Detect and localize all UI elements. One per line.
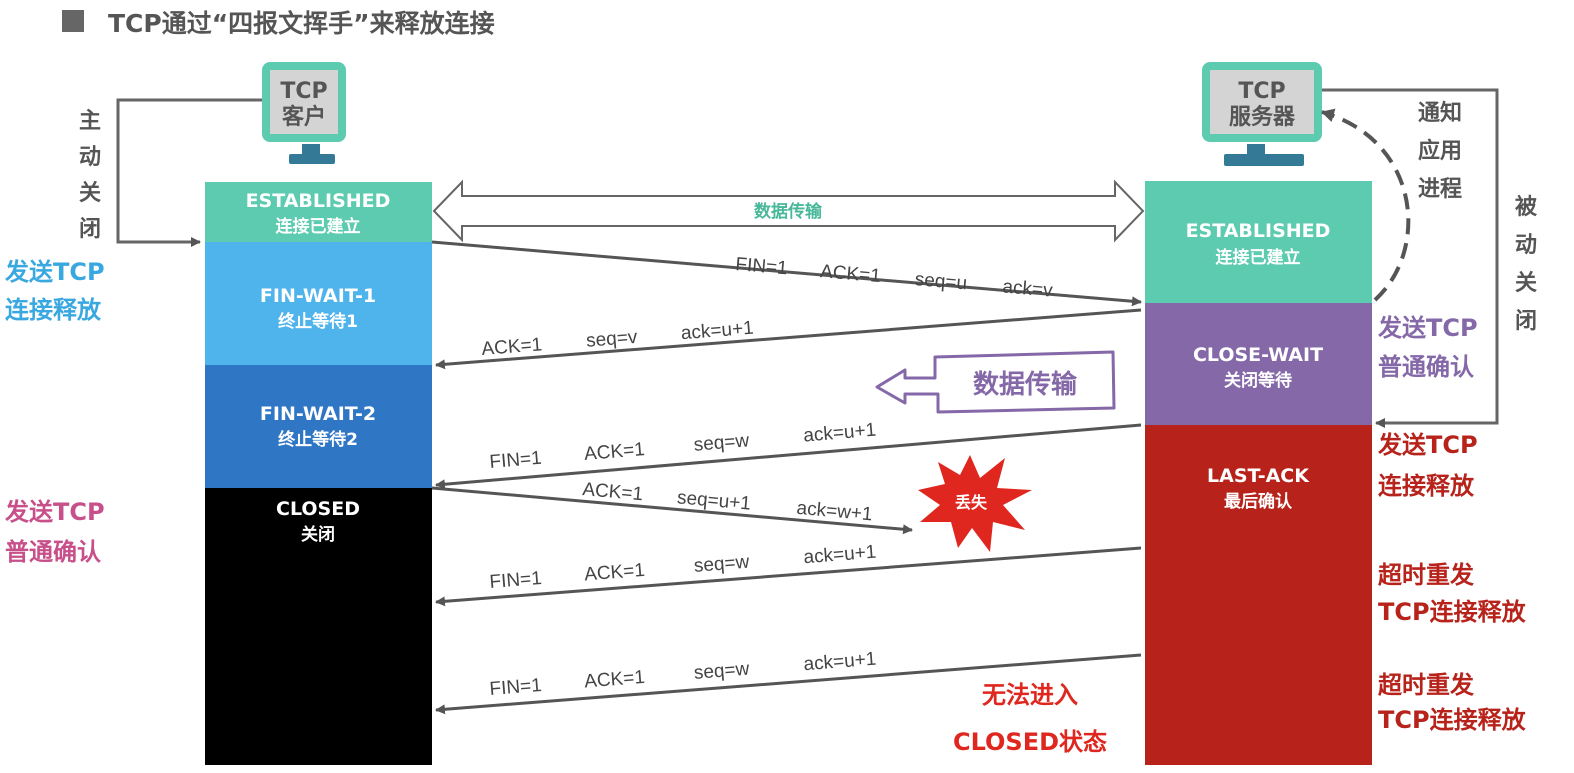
server-monitor-label-1: TCP bbox=[1238, 79, 1285, 104]
server-monitor-icon: TCP 服务器 bbox=[1202, 62, 1322, 166]
state-label-zh: 最后确认 bbox=[1224, 491, 1293, 512]
state-label: ESTABLISHED bbox=[1186, 220, 1331, 242]
svg-text:动: 动 bbox=[1515, 233, 1537, 258]
client-monitor-label-1: TCP bbox=[280, 79, 327, 104]
client-state-established bbox=[205, 182, 432, 242]
server-state-close-wait bbox=[1145, 303, 1372, 425]
svg-text:CLOSED状态: CLOSED状态 bbox=[953, 728, 1107, 756]
svg-text:动: 动 bbox=[79, 145, 101, 170]
svg-text:seq=u: seq=u bbox=[914, 269, 968, 294]
svg-text:ACK=1: ACK=1 bbox=[583, 667, 645, 693]
svg-text:发送TCP: 发送TCP bbox=[4, 258, 105, 286]
client-note-release: 发送TCP 连接释放 bbox=[4, 258, 105, 324]
message-3-fin: FIN=1 ACK=1 seq=w ack=u+1 bbox=[435, 420, 1142, 490]
page-title: TCP通过“四报文挥手”来释放连接 bbox=[108, 9, 495, 38]
svg-text:FIN=1: FIN=1 bbox=[489, 568, 543, 593]
server-monitor-label-2: 服务器 bbox=[1229, 105, 1296, 130]
svg-text:闭: 闭 bbox=[79, 217, 101, 242]
svg-text:闭: 闭 bbox=[1515, 309, 1537, 334]
message-2-ack: ACK=1 seq=v ack=u+1 bbox=[435, 308, 1142, 370]
client-state-fin-wait-2 bbox=[205, 365, 432, 488]
svg-text:发送TCP: 发送TCP bbox=[4, 498, 105, 526]
svg-text:FIN=1: FIN=1 bbox=[489, 448, 543, 473]
svg-text:ACK=1: ACK=1 bbox=[481, 334, 543, 360]
svg-text:关: 关 bbox=[79, 181, 101, 206]
svg-text:TCP连接释放: TCP连接释放 bbox=[1378, 706, 1527, 734]
svg-text:连接释放: 连接释放 bbox=[1378, 472, 1475, 500]
state-label-zh: 关闭等待 bbox=[1224, 370, 1292, 391]
server-note-ack: 发送TCP 普通确认 bbox=[1377, 314, 1478, 381]
svg-text:普通确认: 普通确认 bbox=[1378, 353, 1474, 381]
client-state-fin-wait-1 bbox=[205, 242, 432, 365]
svg-text:进程: 进程 bbox=[1418, 177, 1462, 202]
active-close-label: 主 动 关 闭 bbox=[79, 109, 101, 242]
svg-text:ack=v: ack=v bbox=[1002, 276, 1054, 301]
lost-burst-icon: 丢失 bbox=[918, 455, 1032, 552]
cannot-enter-closed-note: 无法进入 CLOSED状态 bbox=[953, 681, 1107, 756]
svg-text:主: 主 bbox=[79, 109, 101, 134]
svg-text:ack=u+1: ack=u+1 bbox=[803, 649, 877, 676]
state-label: LAST-ACK bbox=[1207, 465, 1310, 487]
server-note-retransmit-1: 超时重发 TCP连接释放 bbox=[1378, 561, 1527, 626]
state-label: CLOSED bbox=[276, 498, 360, 520]
state-label: CLOSE-WAIT bbox=[1193, 344, 1323, 366]
svg-text:seq=w: seq=w bbox=[693, 659, 750, 684]
svg-text:连接释放: 连接释放 bbox=[5, 296, 102, 324]
svg-text:seq=w: seq=w bbox=[693, 430, 750, 456]
data-transfer-double-arrow: 数据传输 bbox=[432, 179, 1145, 243]
svg-text:超时重发: 超时重发 bbox=[1378, 561, 1474, 589]
svg-text:FIN=1: FIN=1 bbox=[735, 254, 789, 279]
svg-text:通知: 通知 bbox=[1418, 100, 1462, 126]
server-note-retransmit-2: 超时重发 TCP连接释放 bbox=[1378, 671, 1527, 734]
svg-text:ack=u+1: ack=u+1 bbox=[803, 542, 877, 569]
svg-text:ACK=1: ACK=1 bbox=[819, 261, 881, 287]
passive-close-connector bbox=[1322, 88, 1499, 428]
svg-text:应用: 应用 bbox=[1418, 138, 1462, 164]
state-label: FIN-WAIT-1 bbox=[260, 285, 376, 307]
client-note-ack: 发送TCP 普通确认 bbox=[4, 498, 105, 566]
svg-text:普通确认: 普通确认 bbox=[5, 538, 101, 566]
svg-text:发送TCP: 发送TCP bbox=[1377, 431, 1478, 459]
client-state-column: ESTABLISHED 连接已建立 FIN-WAIT-1 终止等待1 FIN-W… bbox=[205, 182, 432, 765]
svg-text:ACK=1: ACK=1 bbox=[583, 439, 645, 465]
notify-app-dashed-arrow bbox=[1321, 108, 1411, 302]
data-transfer-callout: 数据传输 bbox=[875, 350, 1116, 414]
message-1-fin: FIN=1 ACK=1 seq=u ack=v bbox=[431, 240, 1142, 307]
server-note-release: 发送TCP 连接释放 bbox=[1377, 431, 1478, 500]
server-state-column: ESTABLISHED 连接已建立 CLOSE-WAIT 关闭等待 LAST-A… bbox=[1145, 181, 1372, 765]
state-label-zh: 连接已建立 bbox=[1216, 247, 1301, 268]
server-state-established bbox=[1145, 181, 1372, 303]
data-transfer-label: 数据传输 bbox=[754, 201, 823, 222]
svg-text:FIN=1: FIN=1 bbox=[489, 675, 543, 700]
title-bullet-icon bbox=[62, 10, 84, 32]
data-transfer-callout-label: 数据传输 bbox=[973, 369, 1078, 400]
svg-text:seq=w: seq=w bbox=[693, 552, 750, 577]
svg-text:无法进入: 无法进入 bbox=[982, 681, 1078, 709]
svg-text:seq=v: seq=v bbox=[585, 327, 638, 352]
state-label: FIN-WAIT-2 bbox=[260, 403, 376, 425]
server-state-last-ack bbox=[1145, 425, 1372, 765]
state-label-zh: 终止等待2 bbox=[278, 429, 358, 450]
svg-text:被: 被 bbox=[1515, 195, 1538, 220]
svg-text:关: 关 bbox=[1515, 271, 1537, 296]
state-label-zh: 关闭 bbox=[301, 524, 335, 545]
message-4-ack-lost: ACK=1 seq=u+1 ack=w+1 bbox=[431, 479, 913, 535]
notify-app-label: 通知 应用 进程 bbox=[1418, 100, 1462, 202]
passive-close-label: 被 动 关 闭 bbox=[1515, 195, 1538, 334]
client-monitor-label-2: 客户 bbox=[282, 104, 326, 130]
client-state-closed bbox=[205, 488, 432, 765]
svg-text:超时重发: 超时重发 bbox=[1378, 671, 1474, 699]
lost-label: 丢失 bbox=[955, 493, 988, 512]
state-label-zh: 终止等待1 bbox=[278, 311, 358, 332]
message-5-fin-retransmit: FIN=1 ACK=1 seq=w ack=u+1 bbox=[435, 542, 1142, 607]
state-label: ESTABLISHED bbox=[246, 190, 391, 212]
client-monitor-icon: TCP 客户 bbox=[262, 62, 346, 164]
svg-text:TCP连接释放: TCP连接释放 bbox=[1378, 598, 1527, 626]
svg-text:ack=u+1: ack=u+1 bbox=[803, 420, 877, 447]
svg-text:ACK=1: ACK=1 bbox=[583, 560, 645, 586]
active-close-connector bbox=[116, 98, 262, 247]
svg-text:发送TCP: 发送TCP bbox=[1377, 314, 1478, 342]
state-label-zh: 连接已建立 bbox=[276, 216, 361, 237]
